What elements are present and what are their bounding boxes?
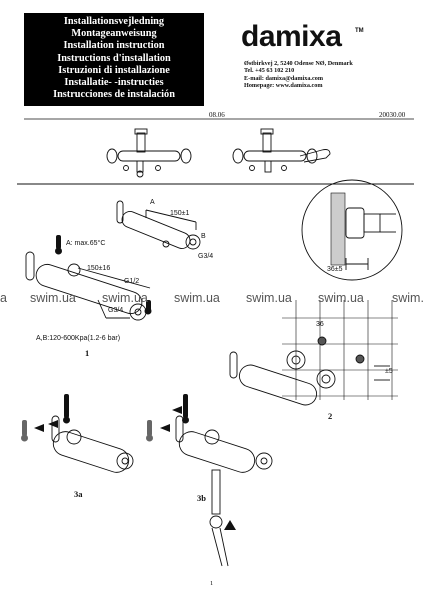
address-line: Østbirkvej 2, 5240 Odense NØ, Denmark	[244, 60, 353, 67]
page-number: 1	[210, 580, 214, 587]
figure2-detail-circle	[301, 179, 403, 281]
pressure-label: A,B:120-600Kpa(1.2-6 bar)	[36, 335, 121, 342]
thermometer-icon	[146, 420, 153, 442]
figure-number: 3a	[74, 489, 83, 499]
watermark-text: swim.ua	[246, 291, 292, 305]
watermark-text: swim.ua	[102, 291, 148, 305]
thermometer-icon	[55, 235, 62, 255]
dimension-label-150-16: 150±16	[87, 265, 111, 272]
figure2-tile-grid	[282, 300, 398, 400]
arrow-icon	[34, 420, 58, 432]
title-block: Installationsvejledning Montageanweisung…	[24, 13, 204, 106]
thread-label: G3/4	[108, 307, 124, 314]
title-line: Installationsvejledning	[63, 16, 165, 27]
figure2-mixer	[229, 336, 390, 406]
address-line: E-mail: damixa@damixa.com	[244, 74, 323, 82]
thermometer-icon	[144, 300, 152, 315]
thread-label: G1/2	[124, 278, 140, 285]
figure-number: 2	[328, 411, 333, 421]
dimension-label-a: A	[150, 199, 155, 206]
arrow-icon	[160, 406, 236, 530]
watermark-text: swim.ua	[392, 291, 424, 305]
dimension-label-5: ±5	[385, 368, 393, 375]
watermark-text: swim.ua	[318, 291, 364, 305]
dimension-label-36: 36	[316, 321, 324, 328]
company-address: Østbirkvej 2, 5240 Odense NØ, Denmark Te…	[244, 60, 353, 89]
brand-logo: damixa	[241, 20, 342, 53]
address-line: Homepage: www.damixa.com	[244, 81, 323, 89]
watermark-fragment: a	[0, 291, 7, 305]
figure3b-mixer	[175, 415, 273, 567]
thermometer-icon	[182, 394, 189, 424]
watermark-text: swim.ua	[174, 291, 220, 305]
dimension-label-36-detail: 36±5	[327, 266, 343, 273]
mixer-overview-left	[106, 128, 192, 178]
thread-label: G3/4	[198, 253, 214, 260]
watermark-text: swim.ua	[30, 291, 76, 305]
figure1-top-mixer	[116, 200, 201, 250]
thermometer-icon	[63, 394, 70, 424]
figure3a-mixer	[51, 415, 134, 473]
title-line: Installatie- -instructies	[64, 77, 164, 89]
temperature-label: A: max.65°C	[66, 240, 106, 247]
dimension-label-150: 150±1	[170, 210, 190, 217]
title-line: Instructions d'installation	[57, 52, 171, 64]
dimension-label-b: B	[201, 233, 206, 240]
document-number: 20030.00	[379, 111, 406, 119]
title-line: Montageanweisung	[71, 28, 157, 40]
trademark-mark: TM	[355, 28, 364, 34]
figure-number: 3b	[197, 493, 206, 503]
address-line: Tel. +45 63 102 210	[244, 67, 295, 75]
figure-number: 1	[85, 348, 90, 358]
title-line: Instrucciones de instalación	[53, 89, 175, 101]
document-date: 08.06	[209, 111, 225, 119]
mixer-overview-right	[232, 128, 331, 173]
thermometer-icon	[21, 420, 28, 442]
figure1-bottom-mixer	[25, 251, 151, 321]
title-line: Installation instruction	[63, 40, 165, 52]
title-line: Istruzioni di installazione	[58, 64, 170, 76]
